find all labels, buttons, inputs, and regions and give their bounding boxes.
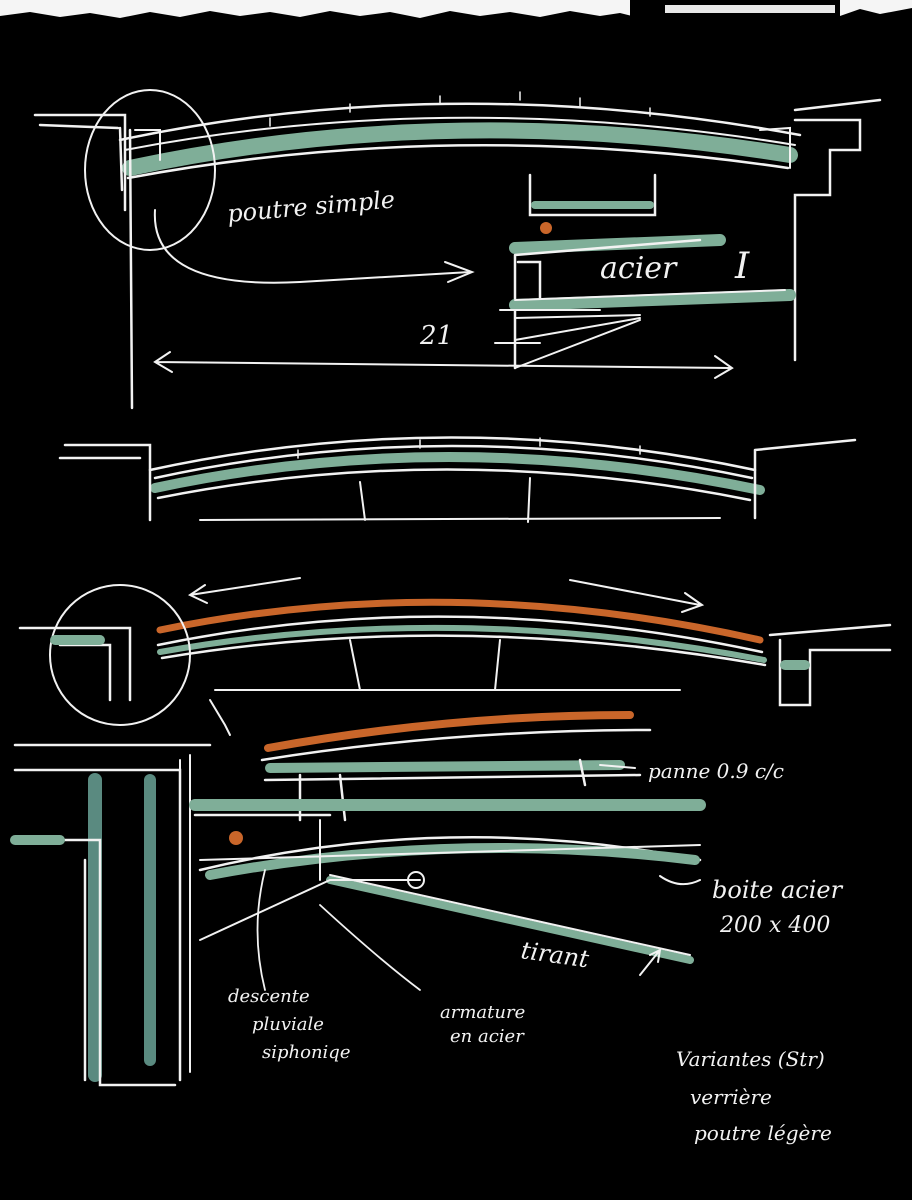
note-frame-1: armature [440,1002,525,1023]
note-beam: poutre simple [226,185,396,228]
note-purlin: panne 0.9 c/c [648,759,784,783]
detail-circle-top [84,89,216,251]
span-dimension-arrow [153,351,734,379]
top-beam-green [122,122,798,176]
note-box-size: 200 x 400 [719,913,830,938]
connection-bolt [229,831,243,845]
note-drain-3: siphoniqe [262,1042,350,1063]
note-box: boite acier [712,876,844,904]
top-roof-section [33,89,882,410]
detail-circle-bottom [49,584,191,726]
bolt-dot [540,222,552,234]
note-tie: tirant [519,936,591,973]
lower-roof-section [18,577,892,736]
note-steel: acier [600,251,678,286]
scan-tab-light [665,5,835,13]
note-variants-3: poutre légère [694,1121,832,1145]
middle-roof-section [58,436,857,523]
note-dimension: 21 [419,321,453,351]
glazing-orange [156,598,764,644]
note-frame-2: en acier [450,1026,525,1047]
note-drain-2: pluviale [252,1014,324,1035]
note-variants-2: verrière [690,1085,772,1109]
note-profile: I [734,246,750,287]
note-variants-1: Variantes (Str) [676,1047,825,1071]
detail-section [10,711,706,1087]
note-drain-1: descente [228,986,310,1007]
